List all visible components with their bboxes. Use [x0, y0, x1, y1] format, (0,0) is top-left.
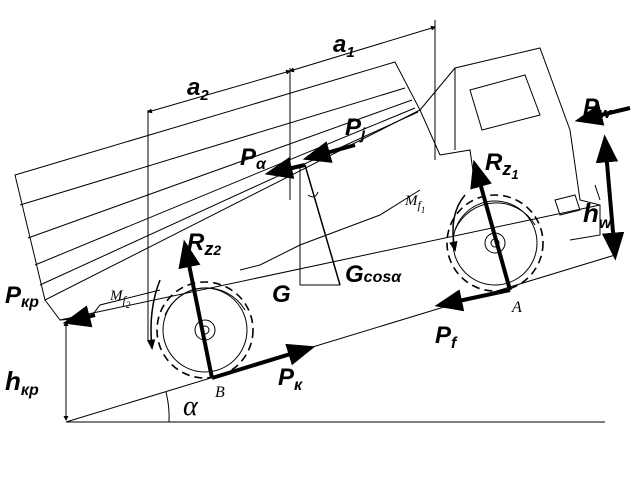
label-pj: Pj [345, 114, 366, 143]
force-pkr-arrow [62, 305, 96, 328]
force-pj-arrow [302, 141, 356, 163]
label-a2: a2 [187, 74, 209, 104]
label-mf1: Mf1 [404, 193, 425, 215]
label-rz2: Rz2 [187, 229, 221, 259]
slope-line [65, 254, 616, 423]
force-pf-arrow [434, 288, 511, 312]
force-pk-arrow [211, 343, 316, 380]
label-point-a: A [511, 299, 522, 316]
dimension-a1 [289, 20, 436, 160]
label-point-b: B [215, 384, 225, 401]
label-palpha: Pα [240, 144, 267, 173]
force-pw-arrow [574, 103, 631, 126]
label-alpha: α [183, 391, 199, 422]
label-pk: Pк [278, 364, 303, 394]
moment-mf1-arrow [449, 194, 466, 253]
angle-arc [165, 391, 170, 423]
label-mf2: Mf2 [109, 288, 131, 310]
label-rz1: Rz1 [485, 149, 519, 182]
force-rz2-arrow [178, 239, 214, 379]
label-pkr: Pкр [5, 282, 39, 311]
label-a1: a1 [333, 31, 355, 61]
center-of-gravity [299, 164, 341, 286]
force-rz1-arrow [470, 159, 512, 291]
label-pw: Pw [583, 94, 612, 122]
label-hw: hw [583, 198, 613, 232]
dimension-hw [595, 134, 625, 261]
force-palpha-arrow [264, 157, 306, 179]
label-g: G [272, 281, 291, 308]
label-hkr: hкр [5, 366, 39, 399]
label-pf: Pf [435, 322, 458, 352]
dimension-a2 [147, 68, 291, 340]
moment-mf2-arrow [146, 279, 161, 351]
label-gcos: Gcosα [345, 261, 402, 288]
rear-wheel [156, 281, 254, 379]
